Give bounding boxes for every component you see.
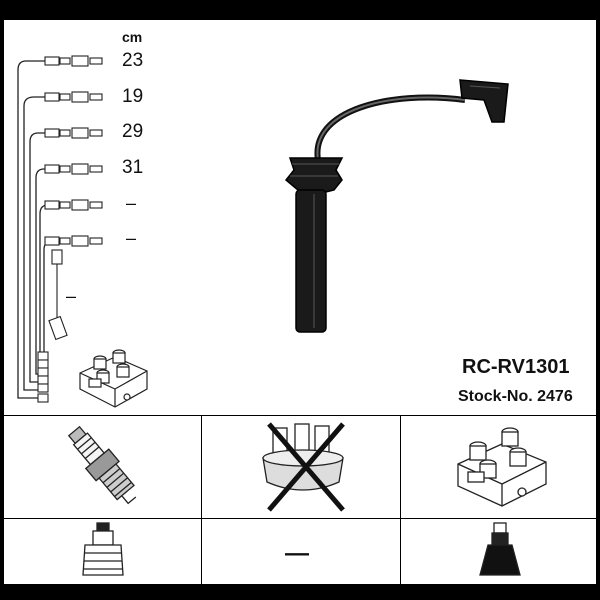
ignition-lead-icon [284, 79, 509, 333]
stock-number: Stock-No. 2476 [458, 388, 573, 405]
ignition-coil-icon [457, 427, 547, 507]
right-border [597, 0, 600, 600]
length-row-2: 19 [122, 86, 144, 107]
cell-coil-connector [400, 518, 597, 585]
length-unit: cm [122, 29, 143, 45]
distributor-cap-crossed-icon [262, 422, 345, 512]
spark-plug-icon [67, 425, 137, 505]
ignition-coil-small-icon [79, 349, 148, 408]
length-row-1: 23 [122, 50, 144, 71]
top-border [0, 0, 600, 19]
coil-connector-icon [479, 522, 521, 576]
no-connector-mark: — [285, 540, 309, 567]
bottom-border [0, 585, 600, 600]
plug-connector-icon [82, 522, 124, 576]
length-row-4: 31 [122, 157, 144, 178]
wiring-schematic-icon [17, 55, 103, 403]
length-extra: – [66, 286, 77, 306]
length-row-6: – [126, 228, 137, 248]
length-row-5: – [126, 193, 137, 213]
length-row-3: 29 [122, 121, 144, 142]
left-border [0, 0, 3, 600]
product-code: RC-RV1301 [462, 356, 570, 378]
